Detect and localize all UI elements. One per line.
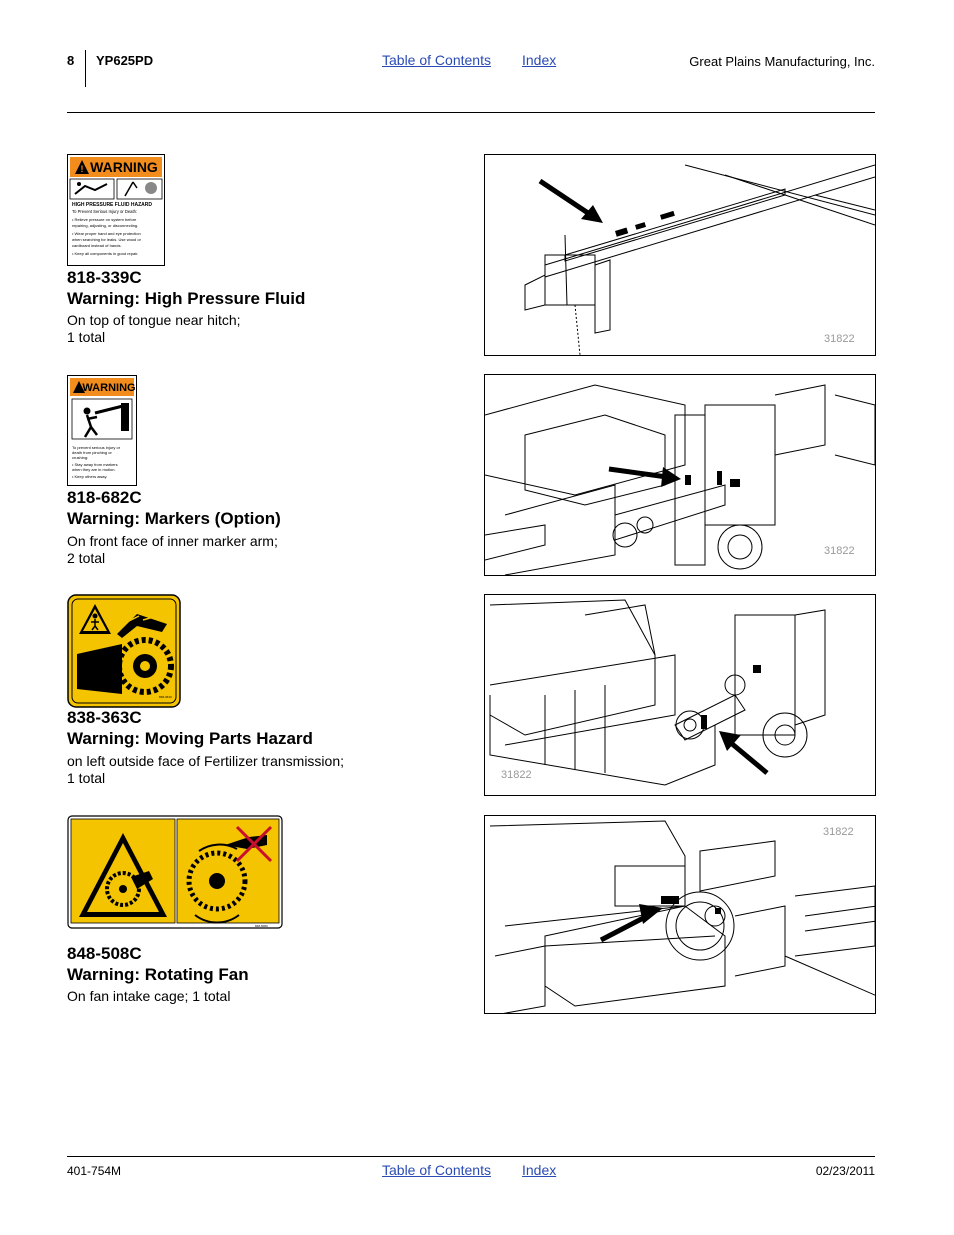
decal-quantity: 2 total	[67, 550, 106, 566]
decal-part-number: 848-508C	[67, 944, 142, 963]
svg-text:cardboard instead of hands.: cardboard instead of hands.	[72, 243, 122, 248]
high-pressure-warning-icon: ! WARNING HIGH PRESSURE FLUID HAZARD To …	[67, 154, 165, 266]
svg-text:death from pinching or: death from pinching or	[72, 450, 112, 455]
decal-quantity: 1 total	[67, 329, 106, 345]
photo-number: 31822	[824, 333, 855, 345]
decal-location: On fan intake cage; 1 total	[67, 988, 231, 1004]
decal-title: Warning: High Pressure Fluid	[67, 289, 306, 308]
decal-part-number: 818-682C	[67, 488, 142, 507]
model-name: YP625PD	[96, 53, 154, 68]
fan-intake-illustration	[489, 820, 875, 1013]
moving-parts-warning-icon: 838-363C	[67, 594, 181, 708]
decal-title: Warning: Moving Parts Hazard	[67, 729, 313, 748]
markers-warning-icon: WARNING To prevent serious injury or dea…	[67, 375, 137, 486]
fertilizer-transmission-illustration	[489, 599, 826, 786]
svg-text:• Relieve pressure on system b: • Relieve pressure on system before	[72, 217, 137, 222]
page-number: 8	[67, 53, 75, 68]
photo-marker-arm: 31822	[484, 374, 876, 576]
photo-fan-intake: 31822	[484, 815, 876, 1014]
decal-moving-parts: 838-363C	[67, 594, 181, 713]
page-header: 8 YP625PD Table of Contents Index Great …	[0, 0, 954, 120]
header-divider	[85, 50, 86, 87]
svg-text:HIGH PRESSURE FLUID HAZARD: HIGH PRESSURE FLUID HAZARD	[72, 202, 152, 208]
marker-arm-illustration	[485, 384, 875, 575]
decal-rotating-fan: 848-508C	[67, 815, 283, 934]
decal-high-pressure-fluid: ! WARNING HIGH PRESSURE FLUID HAZARD To …	[67, 154, 165, 271]
svg-text:To Prevent Serious Injury or D: To Prevent Serious Injury or Death:	[72, 209, 137, 214]
footer-rule	[67, 1156, 875, 1157]
svg-text:when searching for leaks. Use: when searching for leaks. Use wood or	[72, 237, 142, 242]
tongue-hitch-illustration	[524, 164, 875, 355]
photo-fertilizer-transmission: 31822	[484, 594, 876, 796]
photo-number: 31822	[824, 545, 855, 557]
decal-location: on left outside face of Fertilizer trans…	[67, 753, 345, 769]
header-rule	[67, 112, 875, 113]
doc-number: 401-754M	[67, 1164, 122, 1178]
decal-markers: WARNING To prevent serious injury or dea…	[67, 375, 137, 491]
svg-text:crushing:: crushing:	[72, 455, 88, 460]
footer-index-link[interactable]: Index	[522, 1162, 557, 1178]
svg-text:WARNING: WARNING	[82, 382, 135, 394]
photo-tongue-hitch: 31822	[484, 154, 876, 356]
photo-number: 31822	[501, 769, 532, 781]
svg-text:!: !	[81, 164, 84, 174]
svg-text:838-363C: 838-363C	[159, 695, 173, 699]
svg-text:• Keep others away.: • Keep others away.	[72, 474, 107, 479]
company-name: Great Plains Manufacturing, Inc.	[689, 54, 875, 69]
rotating-fan-warning-icon: 848-508C	[67, 815, 283, 929]
decal-quantity: 1 total	[67, 770, 106, 786]
decal-title: Warning: Rotating Fan	[67, 965, 249, 984]
decal-part-number: 818-339C	[67, 268, 142, 287]
decal-location: On front face of inner marker arm;	[67, 533, 278, 549]
svg-text:repairing, adjusting, or disco: repairing, adjusting, or disconnecting.	[72, 223, 138, 228]
svg-text:when they are in motion.: when they are in motion.	[72, 467, 116, 472]
svg-text:WARNING: WARNING	[90, 159, 158, 175]
svg-text:848-508C: 848-508C	[255, 924, 269, 928]
index-link[interactable]: Index	[522, 52, 557, 68]
svg-text:• Wear proper hand and eye pro: • Wear proper hand and eye protection	[72, 231, 141, 236]
toc-link[interactable]: Table of Contents	[382, 52, 491, 68]
footer-toc-link[interactable]: Table of Contents	[382, 1162, 491, 1178]
svg-text:• Stay away from markers: • Stay away from markers	[72, 462, 118, 467]
decal-part-number: 838-363C	[67, 708, 142, 727]
doc-date: 02/23/2011	[815, 1164, 875, 1178]
svg-text:To prevent serious injury or: To prevent serious injury or	[72, 445, 121, 450]
decal-title: Warning: Markers (Option)	[67, 509, 281, 528]
decal-location: On top of tongue near hitch;	[67, 312, 241, 328]
photo-number: 31822	[823, 826, 854, 838]
svg-text:• Keep all components in good: • Keep all components in good repair.	[72, 251, 138, 256]
